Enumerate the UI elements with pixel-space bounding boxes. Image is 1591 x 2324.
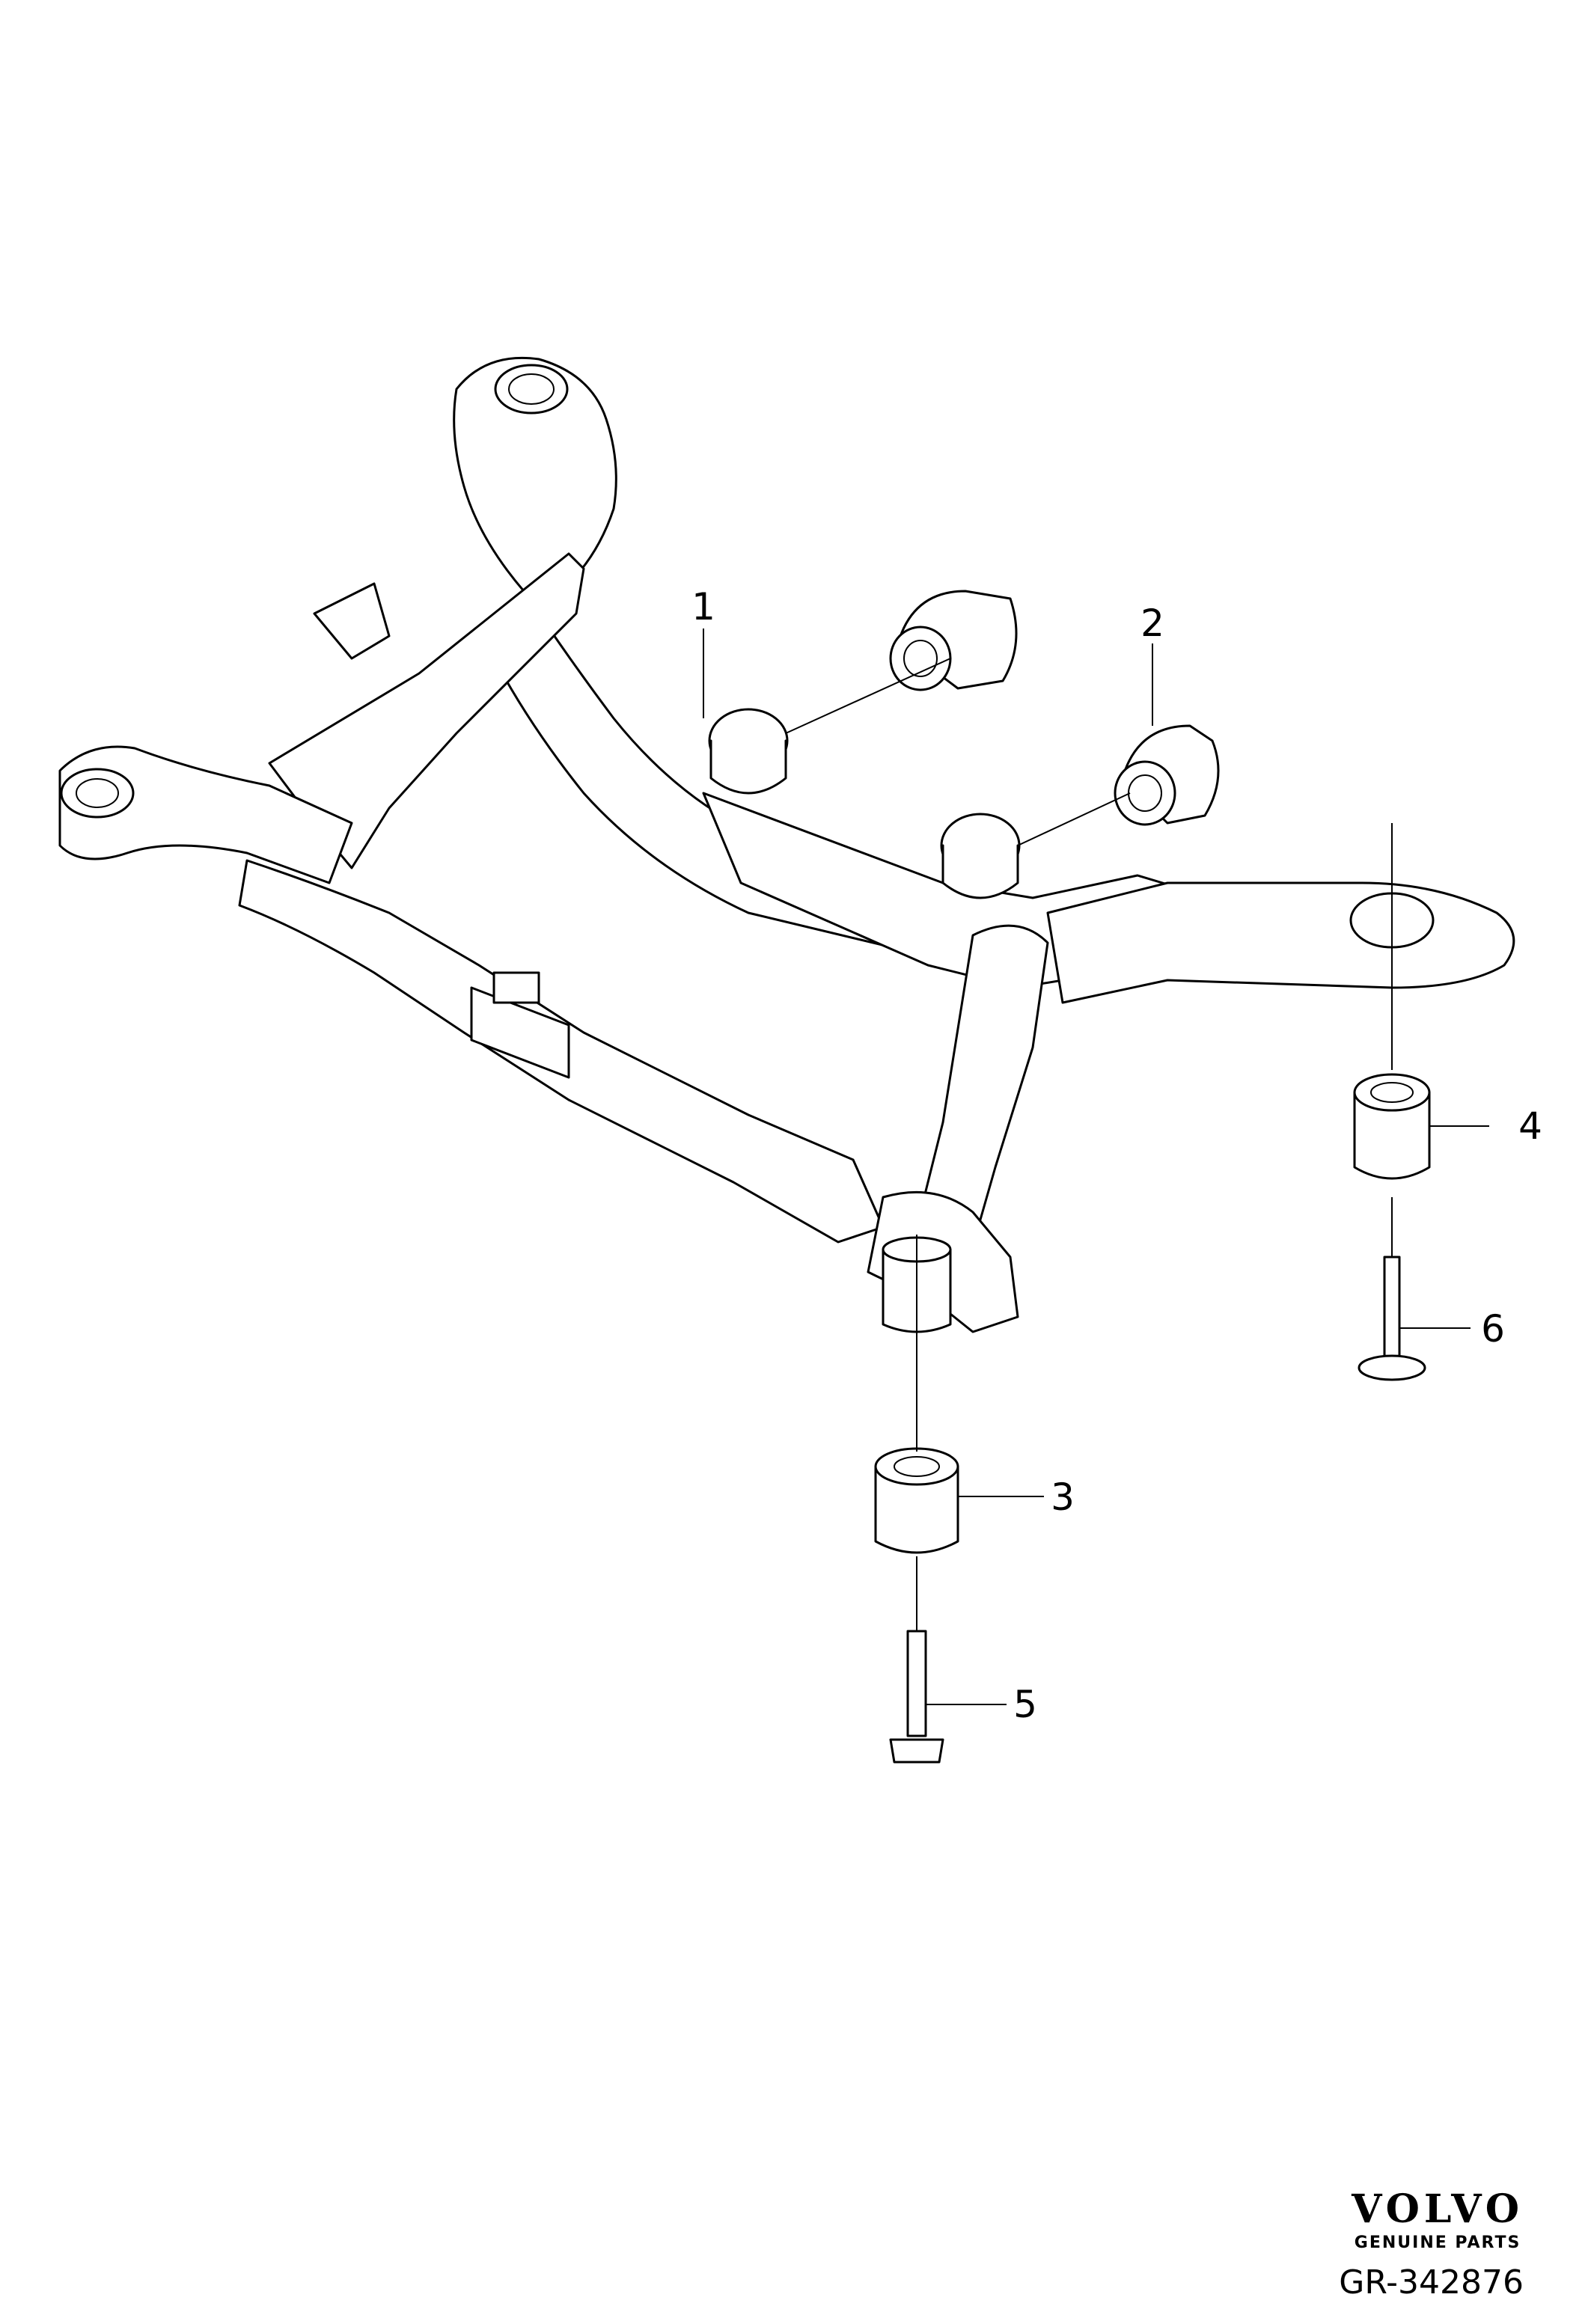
callout-3: 3 [1051,1476,1075,1519]
diagram-reference: GR-342876 [1339,2263,1524,2302]
volvo-logo: VOLVO [1352,2186,1524,2232]
bolt-6 [1358,1256,1426,1381]
callout-2: 2 [1140,602,1164,645]
brand-block: VOLVO GENUINE PARTS [1352,2186,1524,2253]
callout-1: 1 [691,585,715,629]
callout-6: 6 [1481,1307,1505,1351]
callout-4: 4 [1518,1104,1542,1148]
rear-subframe [58,356,1515,1333]
callout-5: 5 [1013,1683,1037,1726]
leader-lines [703,629,1489,1705]
bushing-3 [874,1447,959,1554]
bushing-2 [1114,724,1220,826]
genuine-parts-label: GENUINE PARTS [1354,2233,1521,2252]
bolt-5 [889,1630,944,1764]
bushing-1 [889,590,1018,691]
bushing-4 [1353,1073,1431,1180]
